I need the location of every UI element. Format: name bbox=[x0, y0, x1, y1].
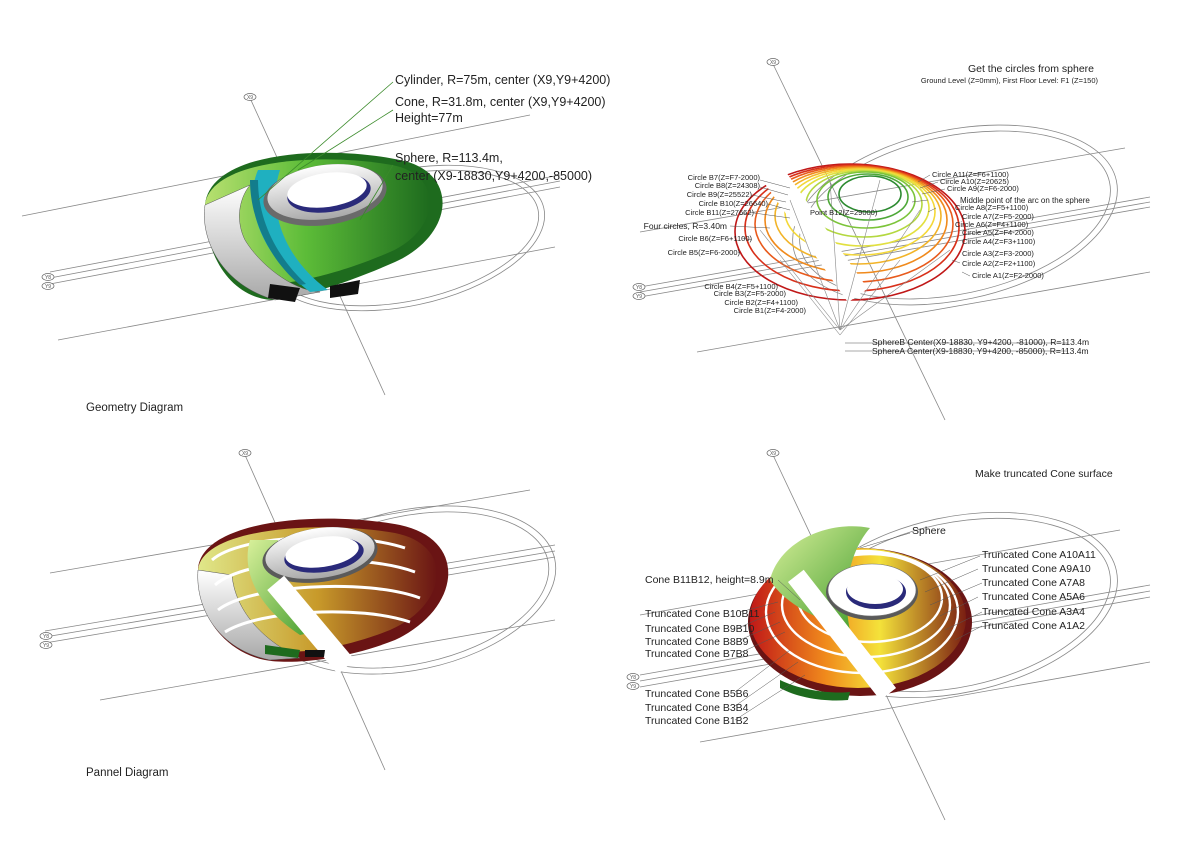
label-point-b12: Point B12(Z=29000) bbox=[810, 208, 878, 217]
label-circle-b8: Circle B8(Z=24308) bbox=[695, 181, 761, 190]
circles-leaders bbox=[729, 174, 1068, 352]
label-truncated-cone-a7a8: Truncated Cone A7A8 bbox=[982, 577, 1085, 589]
circles-title: Get the circles from sphere bbox=[968, 63, 1094, 75]
cone-leaders bbox=[734, 532, 983, 721]
label-circle-a9: Circle A9(Z=F6-2000) bbox=[947, 184, 1019, 193]
label-truncated-cone-b7b8: Truncated Cone B7B8 bbox=[645, 648, 749, 660]
label-circle-a5: Circle A5(Z=F4-2000) bbox=[962, 228, 1034, 237]
label-circle-a8: Circle A8(Z=F5+1100) bbox=[955, 203, 1029, 212]
label-circle-b5: Circle B5(Z=F6-2000) bbox=[668, 248, 741, 257]
height-label: Height=77m bbox=[395, 111, 463, 125]
label-circle-b11: Circle B11(Z=27662) bbox=[685, 208, 754, 217]
label-circle-b4: Circle B4(Z=F5+1100) bbox=[704, 282, 778, 291]
panel-grid-markers: X9 Y8 Y9 bbox=[39, 449, 252, 649]
label-truncated-cone-a10a11: Truncated Cone A10A11 bbox=[982, 549, 1096, 561]
label-circle-b10: Circle B10(Z=26640) bbox=[699, 199, 769, 208]
label-truncated-cone-b10b11: Truncated Cone B10B11 bbox=[645, 608, 760, 620]
label-cone-b11b12: Cone B11B12, height=8.9m bbox=[645, 574, 774, 586]
label-circle-b2: Circle B2(Z=F4+1100) bbox=[724, 298, 798, 307]
grid-marker-y8: Y8 bbox=[45, 275, 51, 281]
circles-sphere-rays bbox=[759, 179, 951, 336]
circles-diagram: X9 Y8 Y9 bbox=[632, 58, 1151, 421]
cone-model bbox=[748, 526, 972, 701]
label-circle-b1: Circle B1(Z=F4-2000) bbox=[734, 306, 807, 315]
cone-title: Make truncated Cone surface bbox=[975, 468, 1113, 480]
label-circle-b6: Circle B6(Z=F6+1100) bbox=[678, 234, 752, 243]
grid-marker-x9: X9 bbox=[247, 95, 253, 101]
label-sphere: Sphere bbox=[912, 525, 946, 537]
sphere-center-label: center (X9-18830,Y9+4200,-85000) bbox=[395, 169, 592, 183]
circles-subtitle: Ground Level (Z=0mm), First Floor Level:… bbox=[921, 76, 1099, 85]
label-circle-a1: Circle A1(Z=F2-2000) bbox=[972, 271, 1044, 280]
label-truncated-cone-b3b4: Truncated Cone B3B4 bbox=[645, 702, 749, 714]
label-truncated-cone-b9b10: Truncated Cone B9B10 bbox=[645, 623, 755, 635]
grid-marker-y8: Y8 bbox=[630, 675, 636, 681]
panel-diagram: X9 Y8 Y9 Pannel Diagram bbox=[39, 449, 557, 779]
label-truncated-cone-b8b9: Truncated Cone B8B9 bbox=[645, 636, 749, 648]
grid-marker-y9: Y9 bbox=[636, 294, 642, 300]
label-circle-b3: Circle B3(Z=F5-2000) bbox=[714, 289, 787, 298]
label-truncated-cone-a9a10: Truncated Cone A9A10 bbox=[982, 563, 1091, 575]
geometry-title: Geometry Diagram bbox=[86, 402, 183, 414]
cone-diagram: X9 Y8 Y9 bbox=[626, 449, 1151, 821]
grid-marker-y9: Y9 bbox=[630, 684, 636, 690]
label-truncated-cone-a3a4: Truncated Cone A3A4 bbox=[982, 606, 1085, 618]
circles-grid-markers: X9 Y8 Y9 bbox=[632, 58, 780, 300]
geometry-leaders bbox=[257, 81, 394, 221]
label-circle-a3: Circle A3(Z=F3-2000) bbox=[962, 249, 1034, 258]
label-truncated-cone-b5b6: Truncated Cone B5B6 bbox=[645, 688, 749, 700]
label-middle-point: Middle point of the arc on the sphere bbox=[960, 196, 1090, 205]
sphere-label: Sphere, R=113.4m, bbox=[395, 151, 503, 165]
label-truncated-cone-a1a2: Truncated Cone A1A2 bbox=[982, 620, 1085, 632]
grid-marker-y8: Y8 bbox=[43, 634, 49, 640]
label-truncated-cone-a5a6: Truncated Cone A5A6 bbox=[982, 591, 1085, 603]
geometry-diagram: X9 Y8 Y9 Cylinder, R=75m, center (X9,Y9+… bbox=[21, 73, 610, 414]
grid-marker-y9: Y9 bbox=[45, 284, 51, 290]
label-sphere-a-center: SphereA Center(X9-18830, Y9+4200, -85000… bbox=[872, 346, 1089, 356]
label-sphere-b-center: SphereB Center(X9-18830, Y9+4200, -81000… bbox=[872, 337, 1089, 347]
grid-marker-y9: Y9 bbox=[43, 643, 49, 649]
label-circle-a6: Circle A6(Z=F4+1100) bbox=[955, 220, 1029, 229]
panel-model bbox=[197, 518, 449, 675]
label-truncated-cone-b1b2: Truncated Cone B1B2 bbox=[645, 715, 749, 727]
geometry-model bbox=[204, 152, 443, 302]
grid-marker-x9: X9 bbox=[770, 451, 776, 457]
label-circle-a4: Circle A4(Z=F3+1100) bbox=[962, 237, 1036, 246]
geometry-grid-markers: X9 Y8 Y9 bbox=[41, 93, 257, 290]
cone-grid-markers: X9 Y8 Y9 bbox=[626, 449, 780, 690]
label-circle-a7: Circle A7(Z=F5-2000) bbox=[962, 212, 1034, 221]
label-circle-b7: Circle B7(Z=F7-2000) bbox=[688, 173, 761, 182]
panel-title: Pannel Diagram bbox=[86, 767, 168, 779]
grid-marker-y8: Y8 bbox=[636, 285, 642, 291]
cone-label: Cone, R=31.8m, center (X9,Y9+4200) bbox=[395, 95, 606, 109]
grid-marker-x9: X9 bbox=[242, 451, 248, 457]
grid-marker-x9: X9 bbox=[770, 60, 776, 66]
label-four-circles: Four circles, R=3.40m bbox=[644, 221, 727, 231]
cylinder-label: Cylinder, R=75m, center (X9,Y9+4200) bbox=[395, 73, 610, 87]
label-circle-a11: Circle A11(Z=F6+1100) bbox=[932, 170, 1009, 179]
label-circle-a2: Circle A2(Z=F2+1100) bbox=[962, 259, 1036, 268]
label-circle-b9: Circle B9(Z=25522) bbox=[687, 190, 753, 199]
label-circle-a10: Circle A10(Z=20625) bbox=[940, 177, 1009, 186]
